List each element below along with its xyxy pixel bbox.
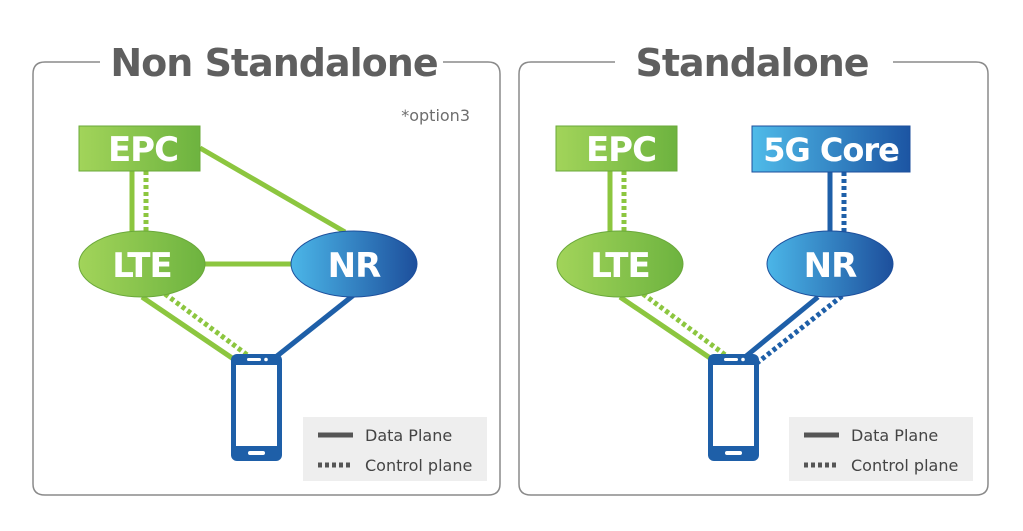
nsa-legend-control-label: Control plane — [365, 456, 472, 475]
sa-lte-label: LTE — [590, 246, 649, 286]
sa-lte-node: LTE — [556, 230, 684, 298]
nsa-epc-label: EPC — [108, 130, 178, 170]
sa-legend-data-label: Data Plane — [851, 426, 938, 445]
sa-lte-ue-data-line — [618, 294, 715, 363]
sa-nr-node: NR — [766, 230, 894, 298]
nsa-connections — [129, 145, 357, 363]
nsa-panel-title: Non Standalone — [110, 41, 437, 85]
sa-panel-frame — [518, 61, 989, 496]
sa-5g-core-node: 5G Core — [751, 125, 911, 173]
non-standalone-panel: Non Standalone *option3 EPC LTE NR — [32, 41, 501, 496]
nsa-lte-node: LTE — [78, 230, 206, 298]
nsa-legend: Data Plane Control plane — [303, 417, 487, 481]
sa-5g-core-label: 5G Core — [763, 131, 899, 169]
sa-legend-control-label: Control plane — [851, 456, 958, 475]
standalone-panel: Standalone EPC 5G Core LTE — [518, 41, 989, 496]
nsa-epc-nr-data-line — [198, 145, 347, 235]
sa-lte-ue-control-line — [641, 291, 730, 360]
nsa-nr-node: NR — [290, 230, 418, 298]
nsa-option-note: *option3 — [401, 106, 470, 125]
nsa-nr-label: NR — [328, 246, 381, 286]
sa-nr-ue-control-line — [755, 294, 844, 365]
nsa-lte-label: LTE — [112, 246, 171, 286]
nsa-legend-data-label: Data Plane — [365, 426, 452, 445]
sa-phone-icon — [708, 354, 759, 461]
nsa-lte-ue-data-line — [140, 294, 237, 363]
sa-connections — [607, 171, 847, 365]
sa-epc-label: EPC — [586, 130, 656, 170]
sa-panel-title: Standalone — [635, 41, 868, 85]
nsa-epc-node: EPC — [78, 125, 201, 172]
sa-epc-node: EPC — [555, 125, 678, 172]
nsa-lte-ue-control-line — [163, 291, 252, 360]
sa-nr-label: NR — [804, 246, 857, 286]
nsa-panel-frame — [32, 61, 501, 496]
sa-legend: Data Plane Control plane — [789, 417, 973, 481]
sa-nr-ue-data-line — [743, 295, 820, 359]
nsa-phone-icon — [231, 354, 282, 461]
nsa-nr-ue-data-line — [270, 292, 357, 362]
